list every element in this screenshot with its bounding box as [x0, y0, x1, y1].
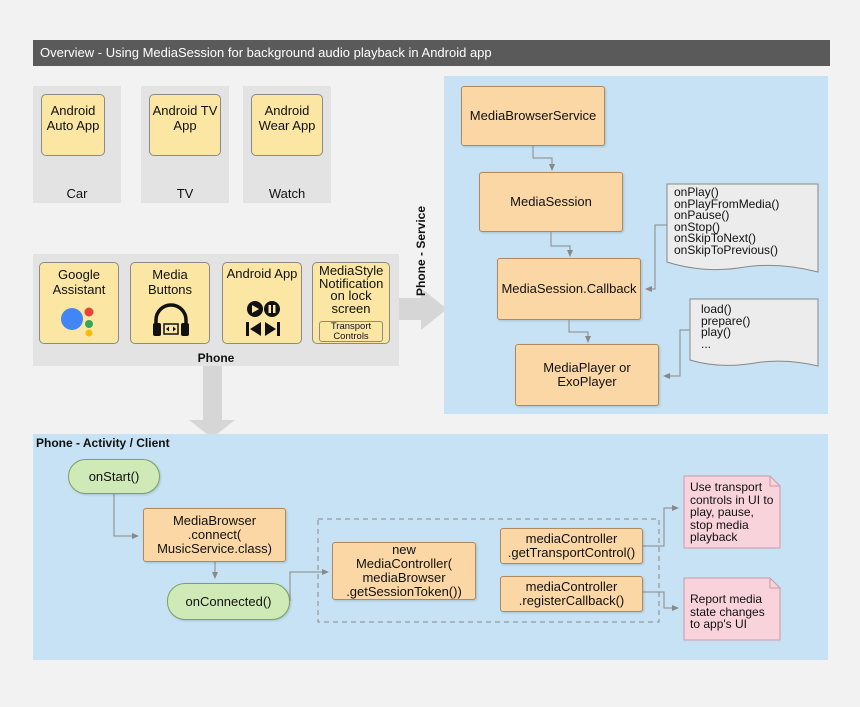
transport-controls-button: Transport Controls: [319, 321, 383, 342]
callback-method: onPause(): [674, 208, 730, 222]
media-session-box: MediaSession: [479, 172, 623, 232]
app-android-tv: Android TV App: [149, 94, 221, 156]
callback-method: onStop(): [674, 219, 721, 234]
get-transport-control-box: mediaController .getTransportControl(): [500, 528, 643, 564]
device-tv: Android TV App TV: [141, 86, 229, 203]
media-session-callback-box: MediaSession.Callback: [497, 258, 641, 320]
report-note-text: Report media state changes to app's UI: [690, 592, 765, 631]
phone-to-service-arrow: [399, 288, 447, 330]
device-label-watch: Watch: [268, 186, 306, 201]
notification-label: MediaStyle Notification on lock screen: [319, 263, 384, 316]
media-browser-service-box: MediaBrowserService: [461, 86, 605, 146]
phone-panel: Google Assistant Media Buttons Android A…: [33, 254, 399, 366]
phone-label: Phone: [197, 351, 235, 365]
media-buttons-label: Media Buttons: [147, 267, 193, 297]
on-connected-node: onConnected(): [167, 583, 290, 620]
diagram-title: Overview - Using MediaSession for backgr…: [33, 40, 830, 66]
phone-to-client-arrow: [189, 366, 235, 438]
player-method: prepare(): [701, 313, 751, 328]
media-controls-icon: [246, 301, 280, 336]
google-assistant-icon: [61, 307, 94, 337]
callback-method: onPlay(): [674, 185, 719, 199]
callback-method: onPlayFromMedia(): [674, 196, 780, 211]
app-mediastyle-notification: MediaStyle Notification on lock screen T…: [312, 262, 390, 344]
on-start-node: onStart(): [68, 459, 160, 494]
transport-note-shape: [683, 475, 781, 549]
client-panel-title: Phone - Activity / Client: [36, 436, 170, 450]
callback-method: onSkipToNext(): [674, 231, 757, 245]
player-method: ...: [701, 336, 712, 351]
android-app-label: Android App: [226, 266, 298, 281]
device-label-tv: TV: [176, 186, 194, 201]
new-media-controller-box: new MediaController( mediaBrowser .getSe…: [332, 542, 476, 600]
controller-group-outline: [317, 518, 660, 623]
player-method: play(): [701, 325, 732, 339]
google-assistant-label: Google Assistant: [52, 267, 106, 297]
app-android-app: Android App: [222, 262, 302, 344]
app-android-auto: Android Auto App: [41, 94, 105, 156]
app-google-assistant: Google Assistant: [39, 262, 119, 344]
register-callback-box: mediaController .registerCallback(): [500, 576, 643, 612]
player-methods-list: load() prepare() play() ...: [701, 302, 811, 351]
media-browser-connect-box: MediaBrowser .connect( MusicService.clas…: [143, 508, 286, 562]
headphones-icon: [153, 303, 189, 336]
device-car: Android Auto App Car: [33, 86, 121, 203]
device-watch: Android Wear App Watch: [243, 86, 331, 203]
app-android-wear: Android Wear App: [251, 94, 323, 156]
device-label-car: Car: [66, 186, 88, 201]
callback-method: onSkipToPrevious(): [674, 242, 779, 257]
player-method: load(): [701, 302, 732, 316]
callback-methods-list: onPlay() onPlayFromMedia() onPause() onS…: [674, 185, 814, 257]
media-player-box: MediaPlayer or ExoPlayer: [515, 344, 659, 406]
report-note-shape: [683, 577, 781, 641]
player-methods-doc: [689, 298, 819, 367]
app-media-buttons: Media Buttons: [130, 262, 210, 344]
transport-note-text: Use transport controls in UI to play, pa…: [690, 480, 774, 544]
callback-methods-doc: [666, 183, 819, 273]
